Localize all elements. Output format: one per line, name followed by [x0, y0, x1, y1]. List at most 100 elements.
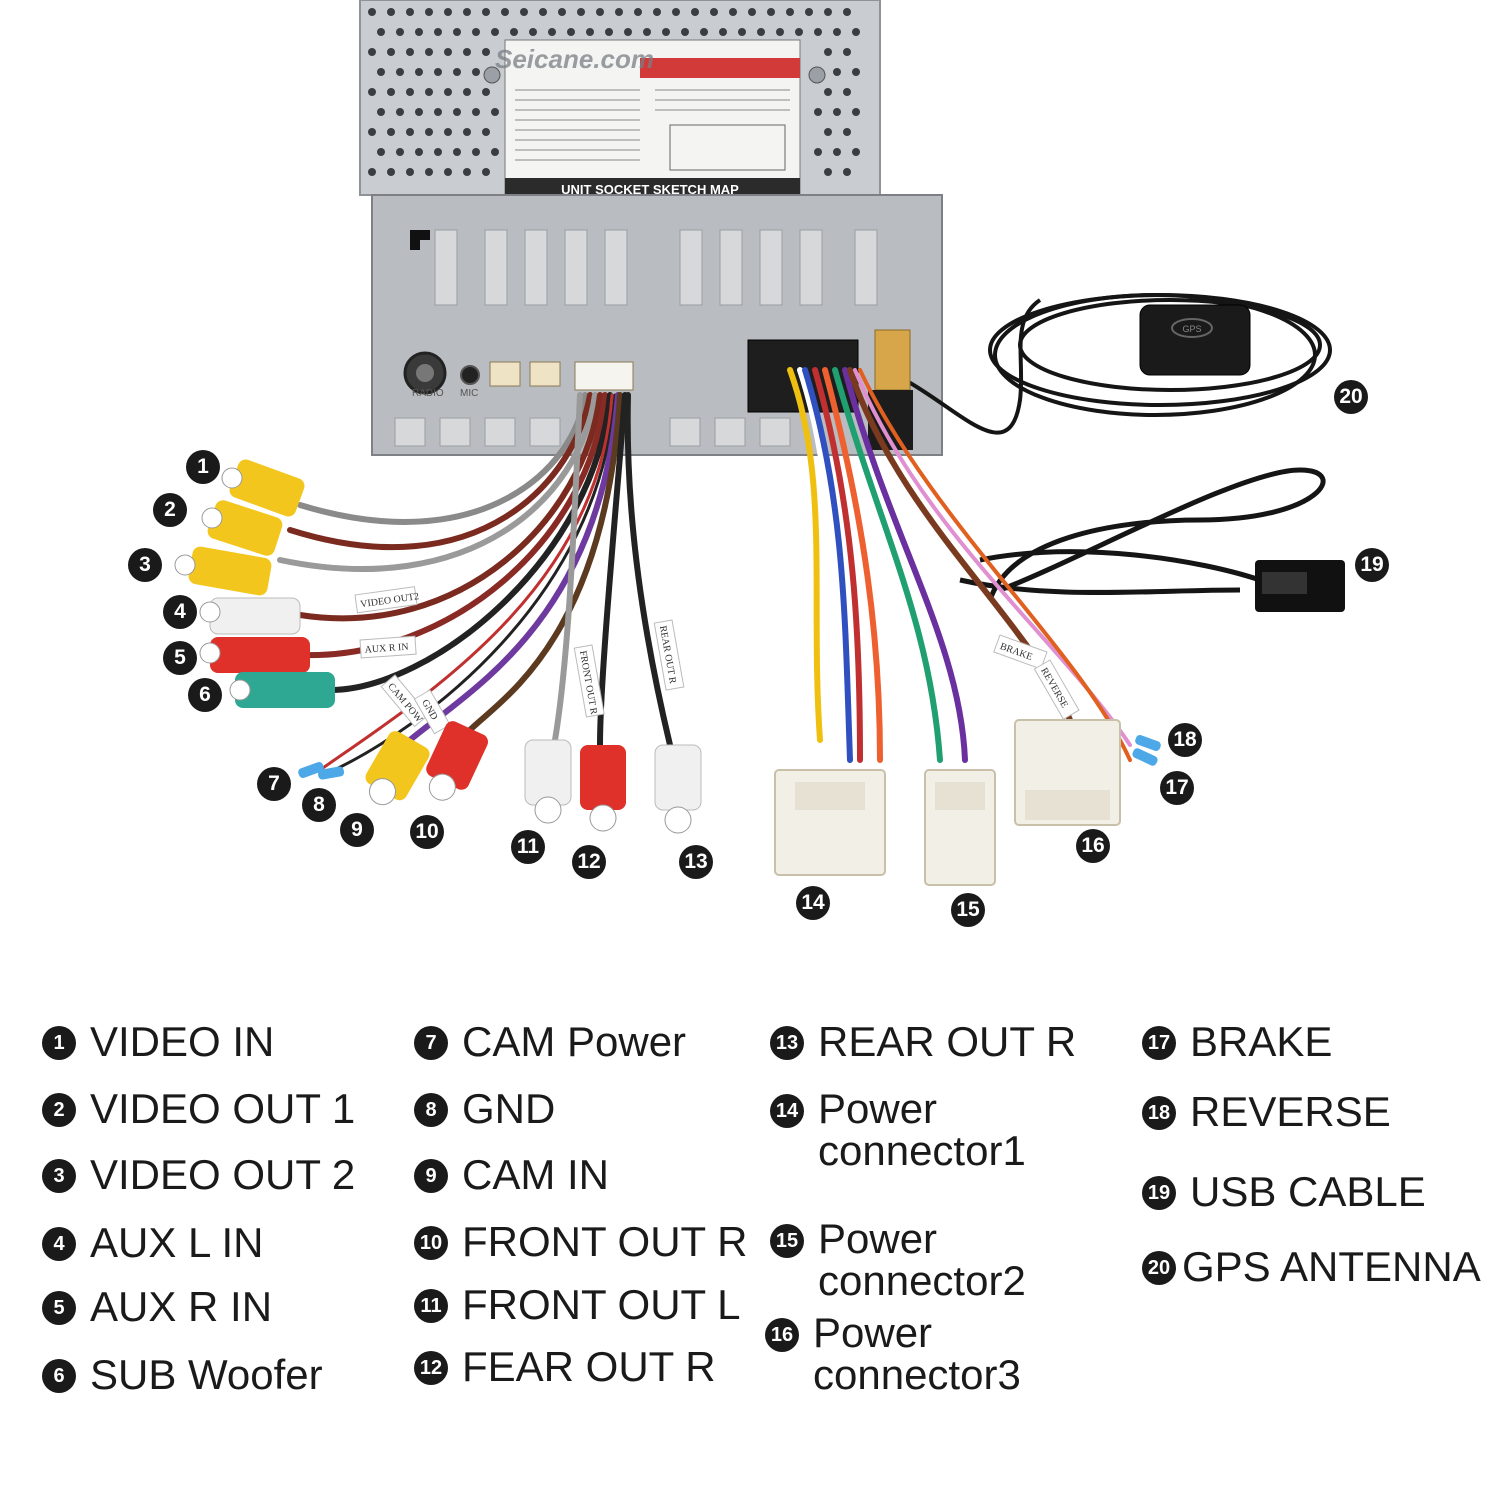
vent-hole: [463, 128, 471, 136]
vent-hole: [719, 28, 727, 36]
legend-label: VIDEO OUT 2: [90, 1151, 356, 1198]
vent-hole: [643, 28, 651, 36]
legend-number: 1: [42, 1026, 76, 1060]
legend-number: 4: [42, 1227, 76, 1261]
legend-label: SUB Woofer: [90, 1351, 323, 1398]
vent-hole: [368, 48, 376, 56]
vent-hole: [852, 28, 860, 36]
vent-hole: [425, 8, 433, 16]
vent-hole: [567, 28, 575, 36]
callout-15: 15: [951, 893, 985, 927]
callout-7: 7: [257, 767, 291, 801]
vent-hole: [425, 128, 433, 136]
vent-hole: [453, 68, 461, 76]
legend-number: 2: [42, 1093, 76, 1127]
vent-hole: [387, 168, 395, 176]
vent-hole: [415, 108, 423, 116]
callout-9: 9: [340, 813, 374, 847]
vent-hole: [368, 168, 376, 176]
vent-hole: [482, 128, 490, 136]
vent-hole: [453, 148, 461, 156]
vent-hole: [843, 168, 851, 176]
legend-number: 5: [42, 1291, 76, 1325]
vent-hole: [463, 88, 471, 96]
legend-number: 16: [765, 1318, 799, 1352]
vent-hole: [824, 8, 832, 16]
legend-label: REAR OUT R: [818, 1018, 1077, 1065]
vent-hole: [833, 148, 841, 156]
vent-hole: [691, 8, 699, 16]
legend-number: 20: [1142, 1251, 1176, 1285]
vent-hole: [767, 8, 775, 16]
vent-hole: [453, 108, 461, 116]
legend-label: FRONT OUT R: [462, 1218, 748, 1265]
vent-hole: [786, 8, 794, 16]
legend-number: 7: [414, 1026, 448, 1060]
vent-hole: [415, 28, 423, 36]
vent-hole: [415, 68, 423, 76]
rca-plug-video-out2: [174, 546, 272, 596]
vent-hole: [444, 128, 452, 136]
power-connector2: [924, 769, 996, 886]
vent-hole: [368, 88, 376, 96]
vent-hole: [463, 168, 471, 176]
callout-4: 4: [163, 595, 197, 629]
rca-plug-rear-out-r-red: [580, 745, 626, 832]
legend-item: 19 USB CABLE: [1142, 1170, 1426, 1214]
vent-hole: [548, 28, 556, 36]
vent-hole: [434, 28, 442, 36]
vent-hole: [814, 108, 822, 116]
legend-label: USB CABLE: [1190, 1168, 1426, 1215]
legend-label: REVERSE: [1190, 1088, 1391, 1135]
vent-hole: [605, 28, 613, 36]
vent-hole: [425, 48, 433, 56]
callout-11: 11: [511, 830, 545, 864]
vent-hole: [406, 48, 414, 56]
vent-hole: [387, 128, 395, 136]
unit-sticker-title: UNIT SOCKET SKETCH MAP: [561, 182, 739, 197]
vent-hole: [748, 8, 756, 16]
power-connector1: [774, 769, 886, 876]
vent-hole: [472, 148, 480, 156]
legend-label: GPS ANTENNA: [1182, 1243, 1481, 1290]
rca-plug-front-out-r: [426, 721, 489, 801]
legend-label: AUX R IN: [90, 1283, 273, 1330]
vent-hole: [425, 168, 433, 176]
callout-20: 20: [1334, 380, 1368, 414]
legend-number: 3: [42, 1159, 76, 1193]
vent-hole: [368, 128, 376, 136]
legend-label: FEAR OUT R: [462, 1343, 716, 1390]
vent-hole: [824, 168, 832, 176]
rca-plug-cam-in: [365, 731, 430, 806]
legend-label: Power connector1: [818, 1085, 1026, 1174]
vent-hole: [444, 8, 452, 16]
vent-hole: [406, 128, 414, 136]
power-connector3: [1014, 719, 1121, 826]
vent-hole: [406, 8, 414, 16]
rca-plugs-bottom: [365, 721, 702, 834]
head-unit-chassis: Seicane.com UNIT SOCKET SKETCH MAP: [359, 0, 881, 201]
legend-number: 10: [414, 1226, 448, 1260]
vent-hole: [482, 48, 490, 56]
vent-hole: [624, 28, 632, 36]
legend-label: BRAKE: [1190, 1018, 1333, 1065]
legend-label: FRONT OUT L: [462, 1281, 741, 1328]
vent-hole: [558, 8, 566, 16]
vent-hole: [491, 148, 499, 156]
vent-hole: [577, 8, 585, 16]
vent-hole: [757, 28, 765, 36]
vent-hole: [824, 48, 832, 56]
vent-hole: [843, 8, 851, 16]
vent-hole: [406, 168, 414, 176]
vent-hole: [510, 28, 518, 36]
power-connectors: [774, 719, 1121, 886]
vent-hole: [795, 28, 803, 36]
legend-number: 19: [1142, 1176, 1176, 1210]
